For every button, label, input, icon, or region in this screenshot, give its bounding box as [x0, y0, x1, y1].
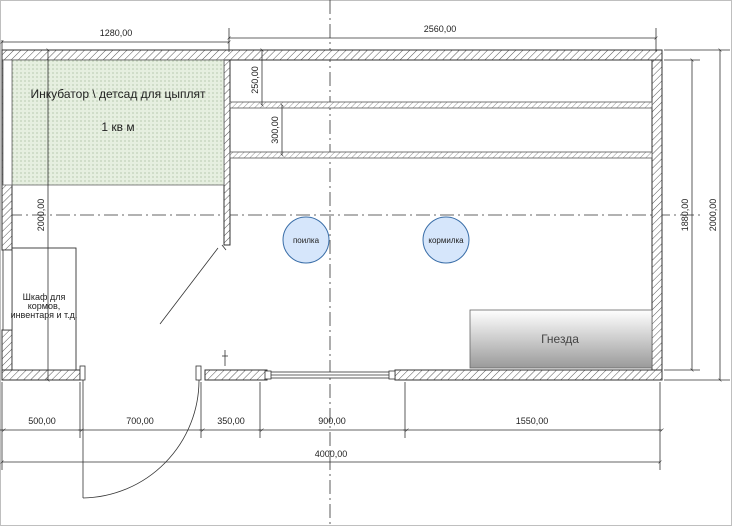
dim-bottom-2: 700,00	[126, 416, 154, 426]
dimension-top	[0, 28, 658, 52]
dim-shelf-gap-1: 250,00	[250, 66, 260, 94]
storage-label-line1: Шкаф для	[23, 292, 66, 302]
incubator-side-panel	[2, 59, 13, 186]
dim-left-vertical: 2000,00	[36, 199, 46, 232]
nests	[469, 309, 653, 369]
drinker	[282, 216, 330, 264]
dimension-right	[664, 48, 730, 382]
window	[264, 370, 396, 380]
dimension-bottom	[0, 382, 664, 470]
incubator-door	[159, 244, 227, 325]
storage-label-line2: кормов,	[28, 301, 61, 311]
dim-bottom-4: 900,00	[318, 416, 346, 426]
dim-right-outer: 2000,00	[708, 199, 718, 232]
dim-right-inner: 1880,00	[680, 199, 690, 232]
dimension-shelves	[260, 48, 284, 157]
storage-cabinet	[11, 247, 77, 371]
incubator-label: Инкубатор \ детсад для цыплят	[31, 87, 206, 101]
dim-bottom-total: 4000,00	[315, 449, 348, 459]
perch-upper	[229, 101, 653, 109]
dim-top-left: 1280,00	[100, 28, 133, 38]
storage-side-panel	[2, 249, 13, 331]
perch-lower	[229, 151, 653, 159]
storage-label-line3: инвентаря и т.д.	[11, 310, 78, 320]
feeder	[422, 216, 470, 264]
drinker-label: поилка	[293, 236, 320, 245]
nests-label: Гнезда	[541, 332, 579, 346]
feeder-label: кормилка	[428, 236, 464, 245]
dim-bottom-5: 1550,00	[516, 416, 549, 426]
dim-shelf-gap-2: 300,00	[270, 116, 280, 144]
incubator-area-label: 1 кв м	[101, 120, 134, 134]
dim-bottom-1: 500,00	[28, 416, 56, 426]
dim-top-right: 2560,00	[424, 24, 457, 34]
dim-bottom-3: 350,00	[217, 416, 245, 426]
